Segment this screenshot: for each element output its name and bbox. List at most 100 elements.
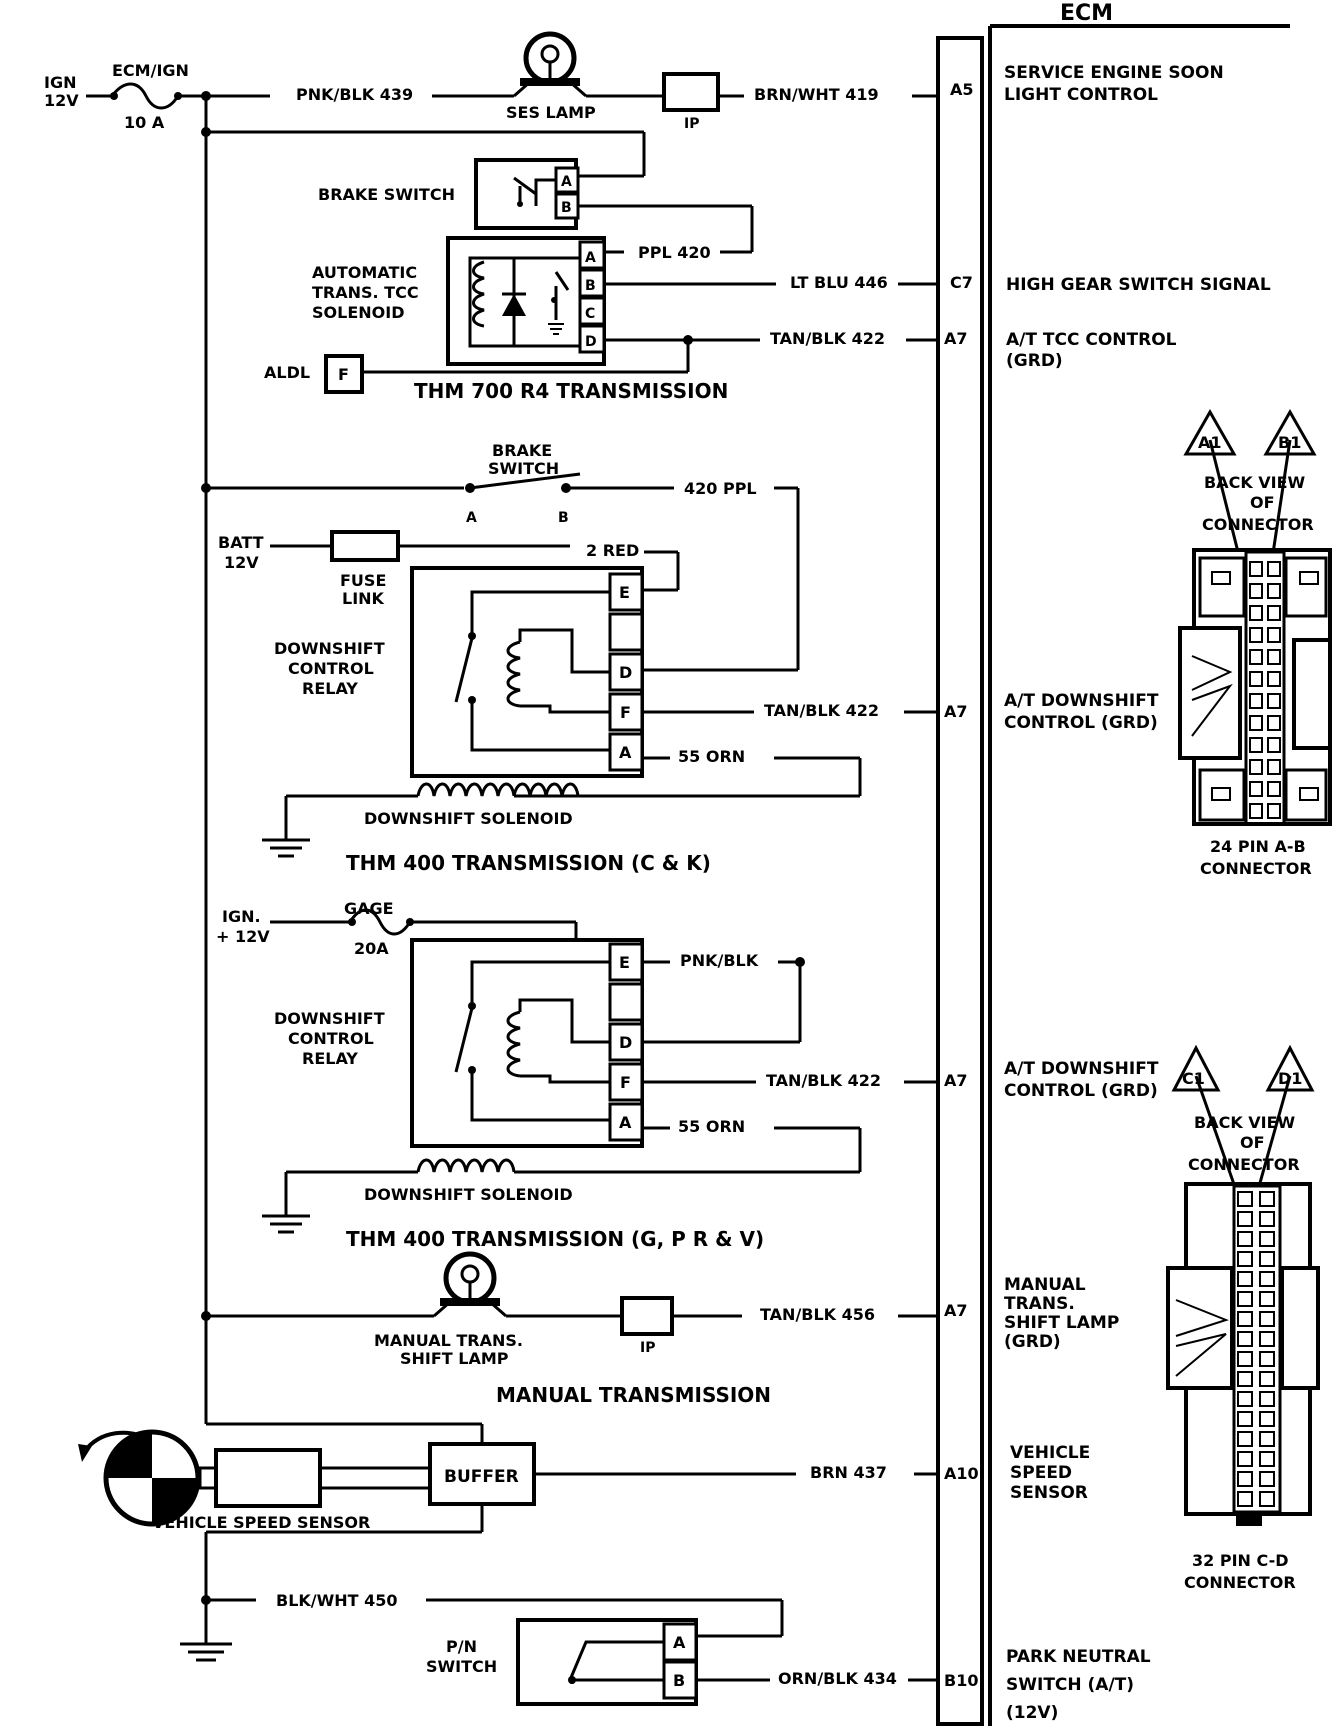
brake-switch-ck-a: A (466, 510, 477, 526)
wire-label-55-orn-ck: 55 ORN (678, 747, 745, 766)
brake-switch-ck-line2: SWITCH (488, 459, 559, 478)
gage-fuse-rating: 20A (354, 939, 389, 958)
aldl-label: ALDL (264, 363, 310, 382)
ecm-pin-a7-tcc: A7 (944, 329, 968, 348)
ign-label-line1: IGN (44, 73, 76, 92)
wire-label-2-red: 2 RED (586, 541, 639, 560)
ecm-fn-vss-line3: SENSOR (1010, 1483, 1088, 1503)
relay-ck-pin-a (608, 732, 644, 772)
relay-gpv-pin-blank (608, 982, 644, 1022)
ecm-fn-vss-line1: VEHICLE (1010, 1443, 1090, 1463)
downshift-solenoid-ck-coil (512, 782, 580, 797)
ecm-pin-a5: A5 (950, 80, 974, 99)
manual-transmission-title: MANUAL TRANSMISSION (496, 1383, 771, 1407)
ecm-pin-a7-shift-lamp: A7 (944, 1301, 968, 1320)
relay-ck-pin-blank (608, 612, 644, 652)
tcc-pin-b-label: B (585, 278, 596, 294)
tcc-solenoid-internals (468, 256, 584, 348)
shift-lamp-label-line2: SHIFT LAMP (400, 1349, 509, 1368)
downshift-solenoid-ck-coil-2 (416, 782, 516, 797)
brake-contact-dot (517, 201, 523, 207)
relay-gpv-pin-a (608, 1102, 644, 1142)
fuse-rating-label: 10 A (124, 113, 165, 132)
relay-gpv-label-line3: RELAY (302, 1049, 358, 1068)
thm400gpv-title: THM 400 TRANSMISSION (G, P R & V) (346, 1227, 764, 1251)
ip-label-top: IP (684, 116, 699, 132)
connector-32-pin-cd: C1 D1 BACK VIEW OF CONNECTOR (1166, 1044, 1320, 1592)
ab-back-view-line2: OF (1250, 493, 1275, 512)
tcc-pin-c-label: C (585, 306, 595, 322)
ecm-fn-mts-line1: MANUAL (1004, 1275, 1086, 1295)
thm700-title: THM 700 R4 TRANSMISSION (414, 379, 728, 403)
cd-connector-name-line1: 32 PIN C-D (1192, 1551, 1289, 1570)
ecm-fn-tcc-line2: (GRD) (1006, 351, 1063, 371)
pn-switch-pin-a (662, 1622, 698, 1662)
wire-label-55-orn-gpv: 55 ORN (678, 1117, 745, 1136)
ecm-fn-ses-line2: LIGHT CONTROL (1004, 85, 1158, 105)
ab-connector-name-line2: CONNECTOR (1200, 859, 1312, 878)
cd-connector-name-line2: CONNECTOR (1184, 1573, 1296, 1592)
cd-back-view-line2: OF (1240, 1133, 1265, 1152)
relay-ck-label-line2: CONTROL (288, 659, 374, 678)
aldl-connector (324, 354, 364, 394)
shift-lamp-label-line1: MANUAL TRANS. (374, 1331, 523, 1350)
wire-label-420-ppl: 420 PPL (684, 479, 757, 498)
downshift-solenoid-gpv-label: DOWNSHIFT SOLENOID (364, 1185, 573, 1204)
connector-tag-c1-label: C1 (1182, 1069, 1205, 1088)
brake-switch-pin-b-label: B (561, 200, 572, 216)
connector-tag-c1 (1171, 1044, 1221, 1092)
relay-gpv-label-line1: DOWNSHIFT (274, 1009, 385, 1028)
ign-gpv-line2: + 12V (216, 927, 270, 946)
gage-fuse-terminal-l (348, 918, 356, 926)
pn-switch-label-line2: SWITCH (426, 1657, 497, 1676)
relay-ck-pin-f-label: F (620, 703, 631, 722)
thm400ck-title: THM 400 TRANSMISSION (C & K) (346, 851, 711, 875)
ecm-pin-a7-downshift-gpv: A7 (944, 1071, 968, 1090)
ecm-fn-pn-line2: SWITCH (A/T) (1006, 1675, 1134, 1695)
relay-gpv-pin-f-label: F (620, 1073, 631, 1092)
bus-junction-top (201, 91, 211, 101)
ecm-fn-ds1-line2: CONTROL (GRD) (1004, 713, 1158, 733)
vehicle-speed-sensor-icon (78, 1429, 322, 1527)
batt-label-line2: 12V (224, 553, 259, 572)
buffer-label: BUFFER (444, 1467, 519, 1487)
relay-gpv-pin-d-label: D (619, 1033, 632, 1052)
pn-switch-pin-a-label: A (673, 1633, 686, 1652)
relay-ck-internals (454, 590, 610, 752)
relay-ck-label-line1: DOWNSHIFT (274, 639, 385, 658)
connector-tag-b1 (1263, 408, 1317, 456)
ecm-fn-mts-line2: TRANS. (1004, 1294, 1075, 1314)
ecm-fn-ds2-line1: A/T DOWNSHIFT (1004, 1059, 1159, 1079)
ecm-fn-ds2-line2: CONTROL (GRD) (1004, 1081, 1158, 1101)
ses-lamp-icon (513, 31, 587, 98)
ecm-pin-bar (936, 36, 984, 1726)
ab-back-view-line1: BACK VIEW (1204, 473, 1306, 492)
ecm-fn-ses-line1: SERVICE ENGINE SOON (1004, 63, 1224, 83)
relay-gpv-internals (454, 960, 610, 1122)
aldl-pin-f: F (338, 365, 349, 384)
tcc-solenoid-label-line1: AUTOMATIC (312, 263, 417, 282)
ground-icon-gpv (262, 1214, 310, 1234)
ecm-pin-b10: B10 (944, 1671, 978, 1690)
wire-label-pnk-blk-439: PNK/BLK 439 (296, 85, 413, 104)
wire-label-brn-437: BRN 437 (810, 1463, 887, 1482)
tcc-solenoid-label-line2: TRANS. TCC (312, 283, 419, 302)
wire-label-tan-blk-422-tcc: TAN/BLK 422 (770, 329, 885, 348)
wire-label-tan-blk-422-ck: TAN/BLK 422 (764, 701, 879, 720)
ecm-fn-tcc-line1: A/T TCC CONTROL (1006, 330, 1177, 350)
ecm-fn-mts-line4: (GRD) (1004, 1332, 1061, 1352)
tcc-pin-c (578, 296, 606, 326)
tcc-pin-d-label: D (585, 334, 597, 350)
ecm-pin-a10: A10 (944, 1464, 979, 1483)
ip-label-manual: IP (640, 1340, 655, 1356)
ground-icon-ck (262, 838, 310, 858)
ign-gpv-line1: IGN. (222, 907, 261, 926)
brake-switch-pin-a-label: A (561, 174, 572, 190)
ecm-pin-c7: C7 (950, 273, 973, 292)
wire-label-tan-blk-456: TAN/BLK 456 (760, 1305, 875, 1324)
relay-ck-pin-d (608, 652, 644, 692)
bus-junction-thm400ck (201, 483, 211, 493)
ab-back-view-line3: CONNECTOR (1202, 515, 1314, 534)
fuse-terminal-left (110, 92, 118, 100)
tcc-pin-a (578, 240, 606, 270)
